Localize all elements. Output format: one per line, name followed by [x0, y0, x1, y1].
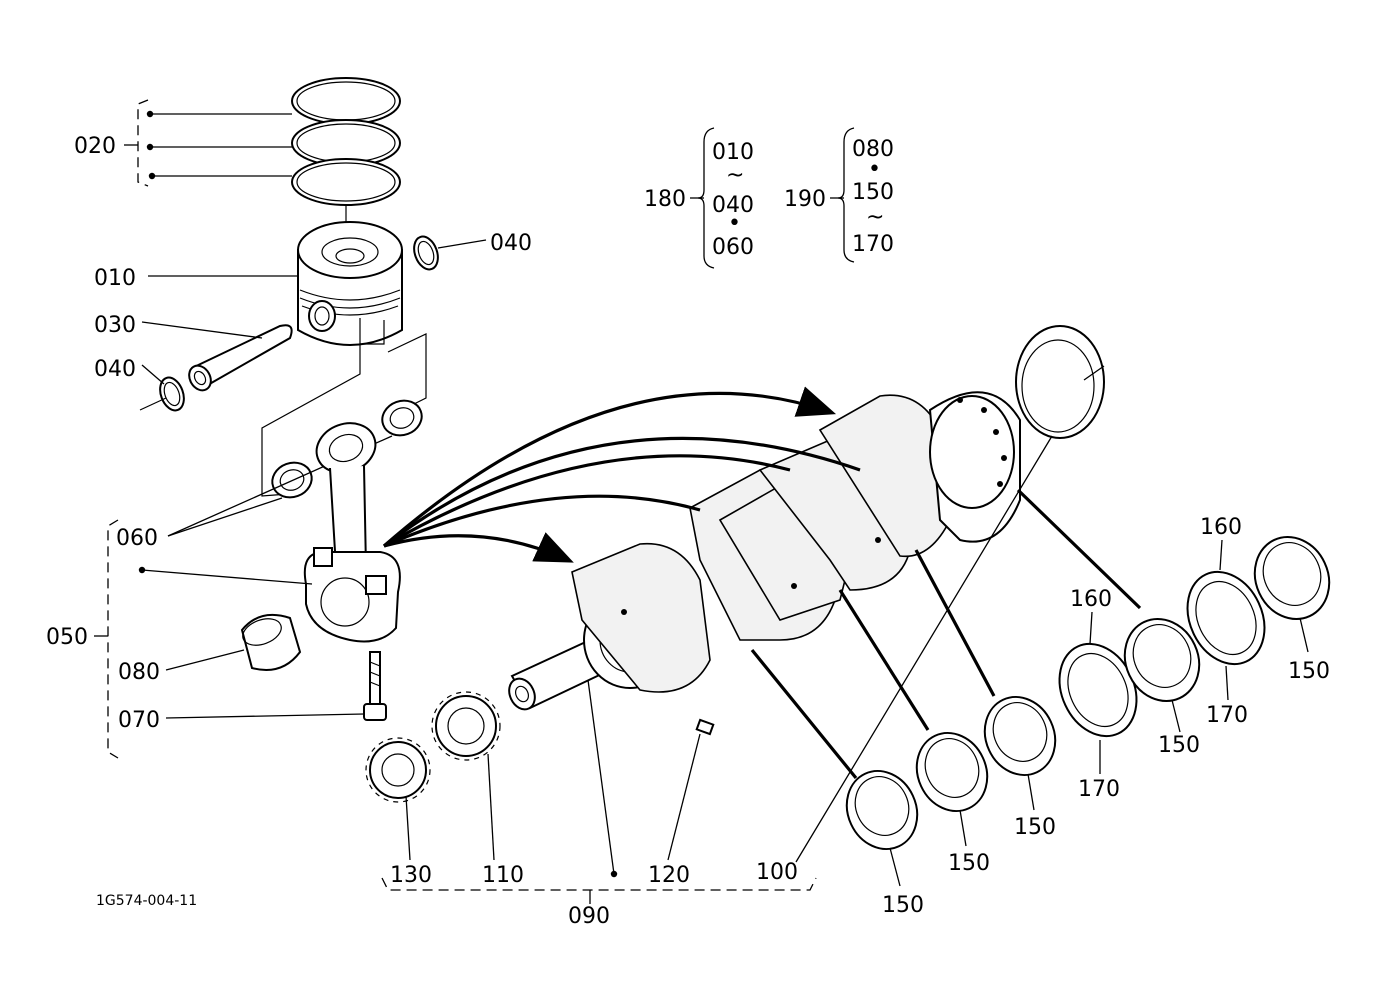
label-040-left: 040 [94, 357, 136, 382]
label-130: 130 [390, 863, 432, 888]
label-060: 060 [116, 526, 158, 551]
crankshaft [508, 391, 1021, 736]
main-bearing-3 [983, 696, 1057, 776]
circlip-right [413, 235, 439, 271]
small-end-bush-upper [381, 399, 423, 437]
kit-180-item-2: 040 [712, 193, 754, 218]
main-bearing-2 [915, 732, 989, 812]
kit-190-item-0: 080 [852, 137, 894, 162]
kit-180-item-0: 010 [712, 140, 754, 165]
label-150-3: 150 [1014, 815, 1056, 840]
label-160-rear: 160 [1200, 515, 1242, 540]
diagram-code: 1G574-004-11 [96, 893, 197, 909]
assembly-arrows [382, 386, 861, 563]
kit-180-item-1: ~ [726, 163, 744, 188]
kit-180-code: 180 [644, 187, 686, 212]
gear-130 [365, 737, 431, 803]
thrust-washer-rear [1186, 570, 1266, 666]
kit-190-code: 190 [784, 187, 826, 212]
label-010: 010 [94, 266, 136, 291]
label-150-5: 150 [1288, 659, 1330, 684]
label-050: 050 [46, 625, 88, 650]
kit-190-item-1: • [868, 157, 881, 182]
label-100: 100 [756, 860, 798, 885]
circlip-left [139, 376, 185, 412]
main-bearing-4 [1123, 618, 1201, 702]
big-end-bearing [240, 614, 302, 671]
kit-190-item-4: 170 [852, 232, 894, 257]
kit-180: 180 010 ~ 040 • 060 [644, 127, 754, 269]
main-bearing-arrows [750, 488, 1142, 780]
kit-190-item-3: ~ [866, 205, 884, 230]
label-090: 090 [568, 904, 610, 929]
bracket-020 [124, 99, 292, 187]
label-080: 080 [118, 660, 160, 685]
kit-180-item-4: 060 [712, 235, 754, 260]
label-070: 070 [118, 708, 160, 733]
label-170-front: 170 [1078, 777, 1120, 802]
piston-pin [188, 324, 293, 392]
kit-190-item-2: 150 [852, 180, 894, 205]
label-150-1: 150 [882, 893, 924, 918]
label-170-rear: 170 [1206, 703, 1248, 728]
label-150-4: 150 [1158, 733, 1200, 758]
piston [297, 221, 403, 346]
assembly-guides [261, 333, 427, 497]
gear-110 [431, 691, 501, 761]
rear-seal-ring [1015, 325, 1105, 439]
label-150-2: 150 [948, 851, 990, 876]
kit-190: 190 080 • 150 ~ 170 [784, 127, 894, 263]
label-110: 110 [482, 863, 524, 888]
piston-rings [291, 77, 401, 222]
connecting-rod [303, 422, 401, 643]
rod-bolt [363, 651, 387, 721]
label-030: 030 [94, 313, 136, 338]
main-bearing-5 [1253, 536, 1331, 620]
label-040-right: 040 [490, 231, 532, 256]
label-120: 120 [648, 863, 690, 888]
label-160-front: 160 [1070, 587, 1112, 612]
label-020: 020 [74, 134, 116, 159]
kit-180-item-3: • [728, 211, 741, 236]
main-bearing-1 [845, 770, 919, 850]
